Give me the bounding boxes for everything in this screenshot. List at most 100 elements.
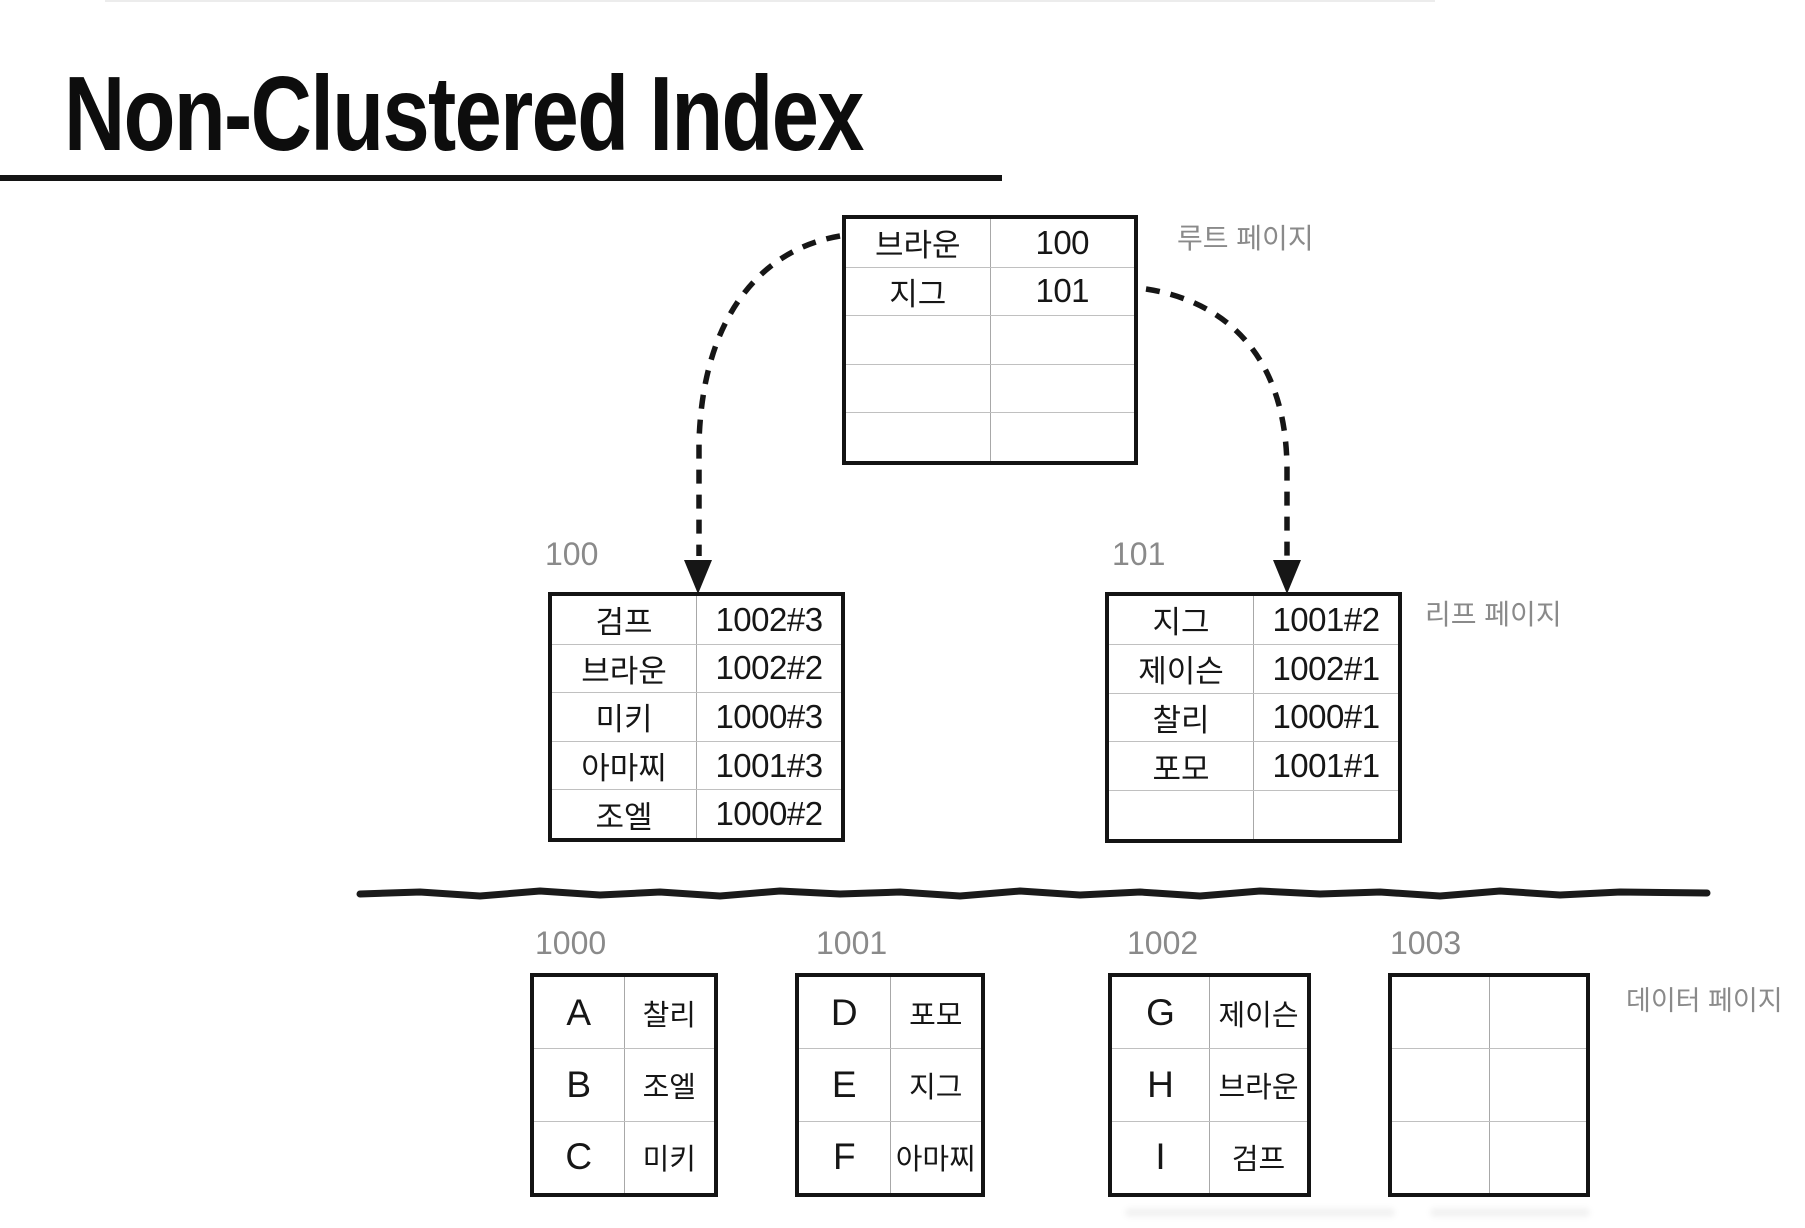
- data-page-1003-id: 1003: [1390, 925, 1462, 961]
- leaf-page-101-id: 101: [1112, 536, 1166, 572]
- table-cell: B: [566, 1063, 592, 1105]
- table-row: [1392, 1120, 1587, 1193]
- table-cell: 100: [989, 219, 1135, 267]
- table-cell: 조엘: [623, 1049, 715, 1121]
- table-cell: [1253, 791, 1398, 839]
- table-cell: [1392, 1122, 1489, 1193]
- table-row: F 아마찌: [799, 1120, 982, 1193]
- leaf-page-label: 리프 페이지: [1425, 599, 1562, 630]
- table-cell: 미키: [595, 702, 653, 738]
- table-cell: [1392, 1049, 1489, 1120]
- table-cell: H: [1147, 1063, 1174, 1105]
- data-page-1000-id: 1000: [535, 925, 607, 961]
- table-cell: [846, 413, 990, 461]
- table-cell: 찰리: [1152, 702, 1210, 738]
- table-cell: 1000#3: [696, 693, 841, 741]
- table-cell: 미키: [623, 1121, 715, 1193]
- table-cell: [1488, 1121, 1587, 1193]
- table-row: [1109, 790, 1398, 839]
- table-row: 아마찌 1001#3: [552, 740, 841, 790]
- root-page-table: 브라운 100 지그 101: [842, 215, 1138, 465]
- table-cell: [1109, 791, 1253, 839]
- table-cell: [1392, 977, 1489, 1048]
- table-cell: 검프: [1209, 1121, 1307, 1193]
- table-cell: [989, 316, 1135, 364]
- table-cell: 1001#3: [696, 741, 841, 790]
- table-cell: C: [565, 1136, 593, 1178]
- table-cell: 브라운: [581, 653, 667, 689]
- table-cell: 아마찌: [889, 1121, 982, 1193]
- table-row: 브라운 1002#2: [552, 643, 841, 693]
- data-page-1002-id: 1002: [1127, 925, 1199, 961]
- data-page-1003-table: [1388, 973, 1590, 1197]
- title-underline: [0, 175, 1002, 181]
- table-row: [1392, 977, 1587, 1049]
- table-cell: 지그: [889, 1049, 982, 1121]
- leaf-page-101-table: 지그 1001#2 제이슨 1002#1 찰리 1000#1 포모 1001#1: [1105, 592, 1402, 843]
- table-row: G 제이슨: [1112, 977, 1307, 1049]
- table-cell: [989, 413, 1135, 461]
- root-page-label: 루트 페이지: [1177, 223, 1314, 254]
- table-cell: [989, 364, 1135, 413]
- table-row: [846, 412, 1134, 461]
- table-cell: 검프: [595, 605, 653, 641]
- table-cell: I: [1155, 1136, 1166, 1178]
- table-cell: G: [1146, 991, 1175, 1033]
- table-cell: [1488, 977, 1587, 1049]
- compression-smudge: [1125, 1208, 1395, 1217]
- table-row: D 포모: [799, 977, 982, 1049]
- table-cell: 제이슨: [1209, 977, 1307, 1049]
- table-cell: [846, 365, 990, 413]
- table-cell: 1002#3: [696, 596, 841, 644]
- data-page-1000-table: A 찰리 B 조엘 C 미키: [530, 973, 718, 1197]
- table-cell: F: [832, 1136, 856, 1178]
- table-cell: 1002#2: [696, 644, 841, 693]
- table-row: [1392, 1048, 1587, 1121]
- table-cell: [846, 316, 990, 364]
- page-title: Non-Clustered Index: [64, 55, 864, 173]
- table-cell: E: [831, 1063, 857, 1105]
- table-cell: [1488, 1049, 1587, 1121]
- table-cell: 아마찌: [581, 751, 667, 787]
- table-row: [846, 315, 1134, 364]
- table-cell: 포모: [889, 977, 982, 1049]
- arrowhead-leaf100: [684, 560, 712, 594]
- table-cell: 포모: [1152, 751, 1210, 787]
- table-row: 검프 1002#3: [552, 596, 841, 644]
- table-row: 브라운 100: [846, 219, 1134, 267]
- table-cell: D: [830, 991, 858, 1033]
- table-cell: 1002#1: [1253, 644, 1398, 693]
- table-cell: 브라운: [874, 228, 961, 264]
- table-cell: 1000#1: [1253, 693, 1398, 742]
- table-row: [846, 363, 1135, 413]
- table-row: 지그 101: [846, 266, 1135, 316]
- data-page-label: 데이터 페이지: [1626, 986, 1783, 1016]
- arrowhead-leaf101: [1273, 560, 1301, 594]
- arrow-root-to-leaf101: [1145, 286, 1290, 556]
- data-page-1001-id: 1001: [816, 925, 888, 961]
- table-row: 지그 1001#2: [1109, 596, 1398, 644]
- table-cell: 제이슨: [1138, 654, 1224, 690]
- table-row: 찰리 1000#1: [1109, 692, 1398, 742]
- table-row: 포모 1001#1: [1109, 741, 1398, 791]
- arrow-root-to-leaf100: [696, 233, 841, 556]
- table-row: B 조엘: [534, 1048, 715, 1121]
- table-row: E 지그: [799, 1048, 982, 1121]
- table-cell: 지그: [889, 276, 947, 312]
- table-row: 제이슨 1002#1: [1109, 643, 1398, 693]
- table-cell: 101: [989, 267, 1135, 316]
- table-cell: 1000#2: [696, 790, 841, 838]
- table-row: 조엘 1000#2: [552, 789, 841, 838]
- data-page-1001-table: D 포모 E 지그 F 아마찌: [795, 973, 985, 1197]
- leaf-page-100-id: 100: [545, 536, 599, 572]
- table-cell: A: [566, 991, 592, 1033]
- table-cell: 1001#1: [1253, 742, 1398, 791]
- table-cell: 찰리: [623, 977, 715, 1049]
- table-row: I 검프: [1112, 1120, 1307, 1193]
- table-cell: 지그: [1152, 605, 1210, 641]
- table-cell: 1001#2: [1253, 596, 1398, 644]
- table-cell: 조엘: [595, 799, 653, 835]
